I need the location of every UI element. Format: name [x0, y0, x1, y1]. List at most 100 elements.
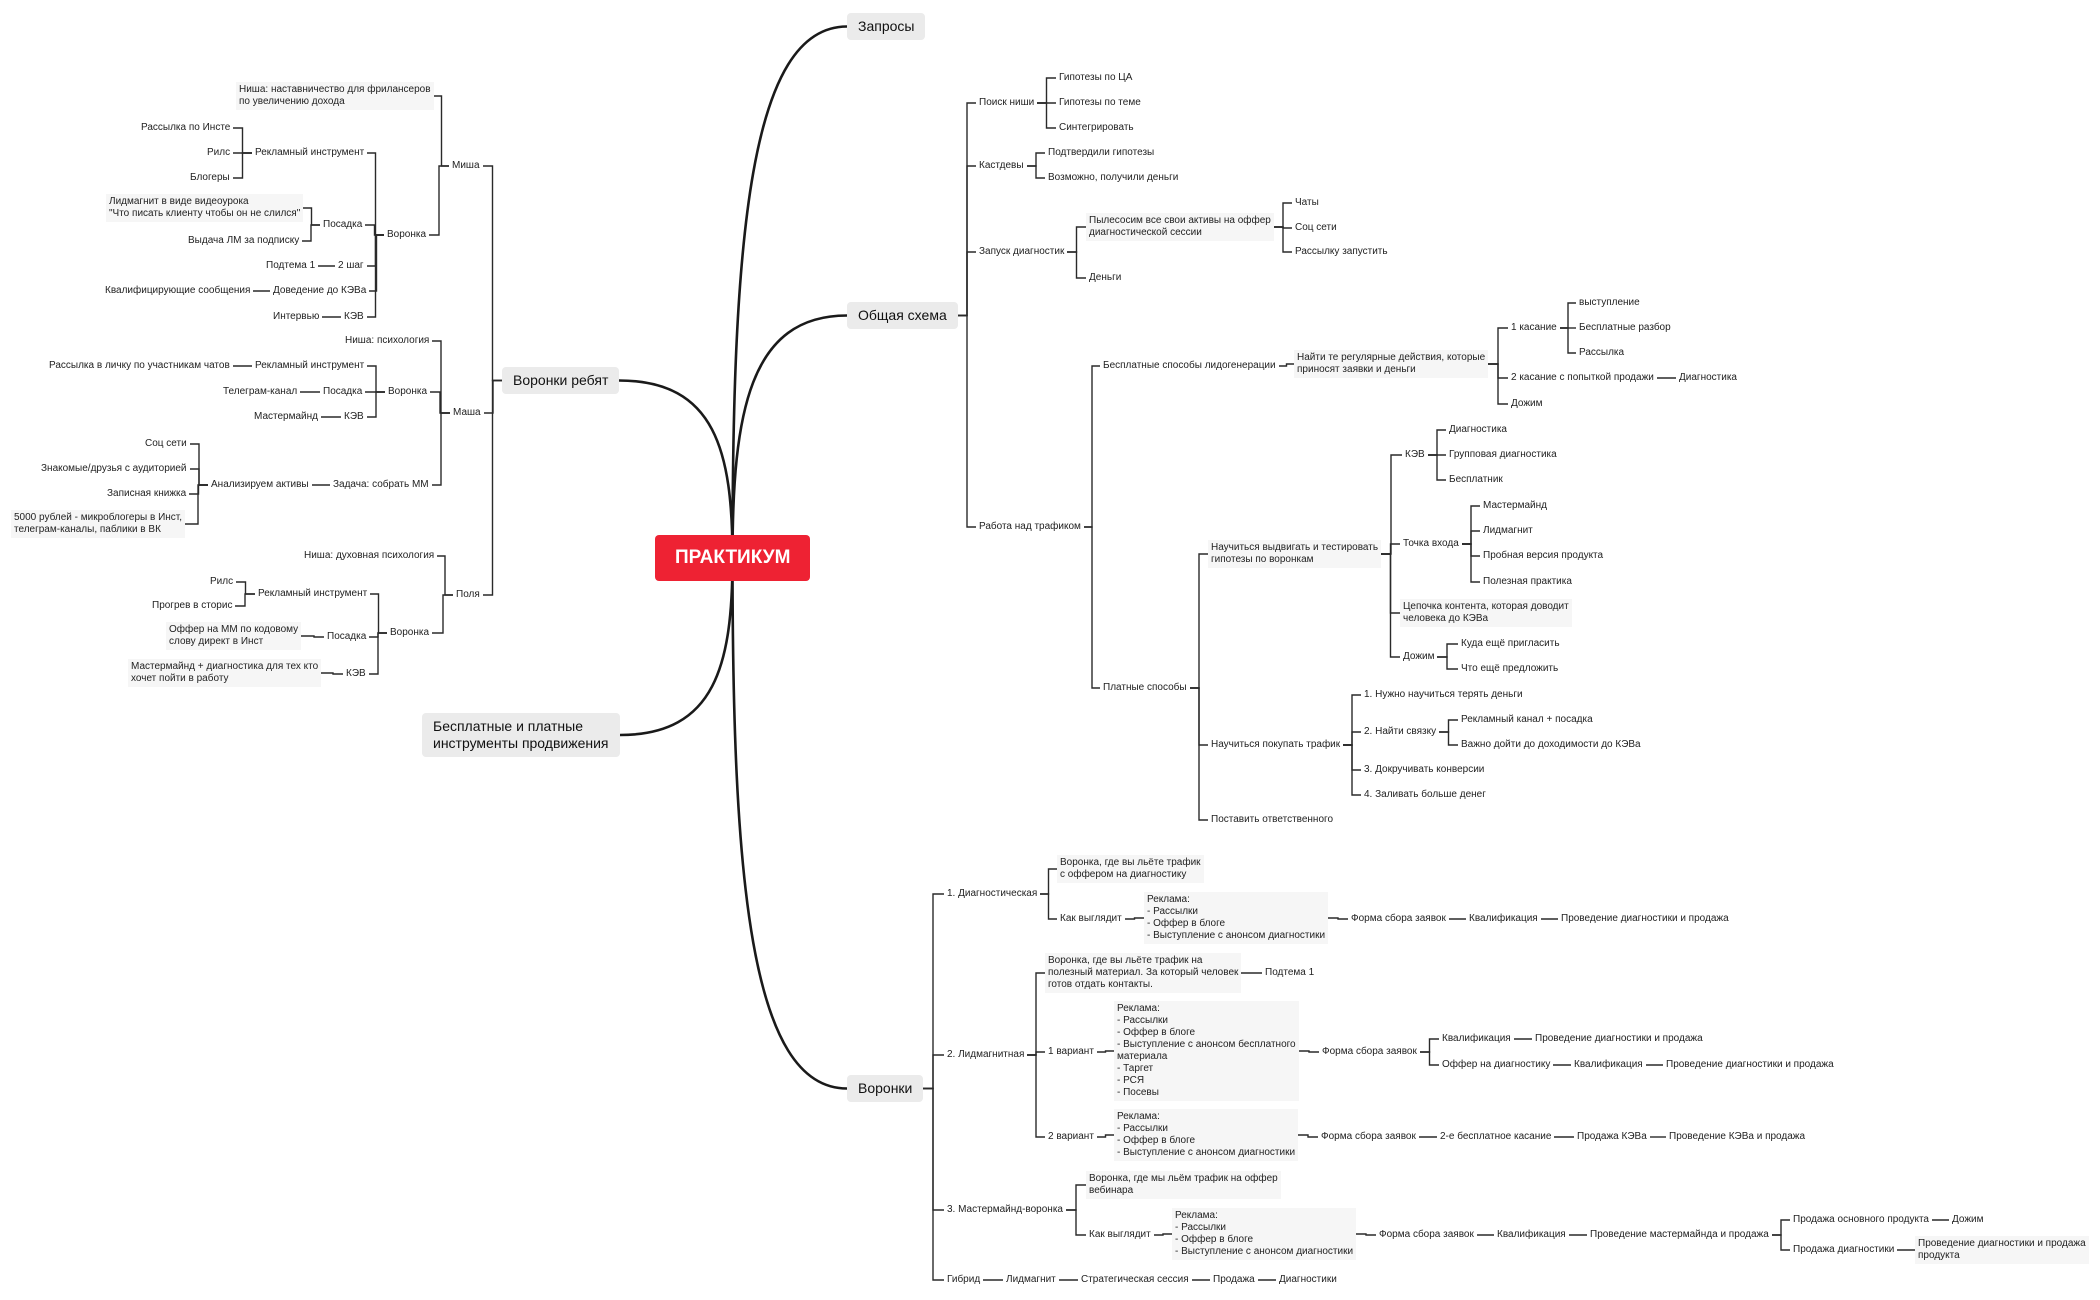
node-masha-mastermind[interactable]: Мастермайнд [254, 411, 318, 422]
node-masha-microbloggers[interactable]: 5000 рублей - микроблогеры в Инст, телег… [11, 510, 186, 538]
node-ad-channel-landing[interactable]: Рекламный канал + посадка [1461, 714, 1593, 725]
node-misha-insta-mailing[interactable]: Рассылка по Инсте [141, 122, 231, 133]
node-funnel-mastermind-run[interactable]: Проведение мастермайнда и продажа [1590, 1229, 1769, 1240]
node-funnel-diagnostic-look[interactable]: Как выглядит [1060, 913, 1122, 924]
node-funnel-diagnostic-qual[interactable]: Квалификация [1469, 913, 1538, 924]
node-hybrid-leadmagnet[interactable]: Лидмагнит [1006, 1274, 1056, 1285]
node-polya-kev[interactable]: КЭВ [346, 668, 366, 679]
node-misha-interview[interactable]: Интервью [273, 311, 320, 322]
node-closing-b[interactable]: Дожим [1403, 651, 1435, 662]
node-variant-1-sale[interactable]: Проведение диагностики и продажа [1535, 1033, 1703, 1044]
node-mastermind-a[interactable]: Мастермайнд [1483, 500, 1547, 511]
node-group-diagnostics[interactable]: Групповая диагностика [1449, 449, 1557, 460]
node-misha-step-2[interactable]: 2 шаг [338, 260, 364, 271]
node-reach-kev[interactable]: Важно дойти до доходимости до КЭВа [1461, 739, 1641, 750]
node-masha-notebook[interactable]: Записная книжка [107, 488, 187, 499]
node-funnel-mastermind-form[interactable]: Форма сбора заявок [1379, 1229, 1474, 1240]
node-leadmagnet-a[interactable]: Лидмагнит [1483, 525, 1533, 536]
node-useful-practice[interactable]: Полезная практика [1483, 576, 1572, 587]
node-confirmed-hypotheses[interactable]: Подтвердили гипотезы [1048, 147, 1155, 158]
node-funnel-mastermind[interactable]: 3. Мастермайнд-воронка [947, 1204, 1063, 1215]
node-funnel-mastermind-look[interactable]: Как выглядит [1089, 1229, 1151, 1240]
node-variant-2-second-touch[interactable]: 2-е бесплатное касание [1440, 1131, 1552, 1142]
node-misha-subtopic[interactable]: Подтема 1 [266, 260, 316, 271]
node-hybrid-strategic-session[interactable]: Стратегическая сессия [1081, 1274, 1189, 1285]
node-chats[interactable]: Чаты [1295, 197, 1319, 208]
node-funnel-mastermind-desc[interactable]: Воронка, где мы льём трафик на оффер веб… [1086, 1171, 1281, 1199]
node-closing-a[interactable]: Дожим [1511, 398, 1543, 409]
node-traffic-step-4[interactable]: 4. Заливать больше денег [1364, 789, 1486, 800]
node-funnel-mastermind-qual[interactable]: Квалификация [1497, 1229, 1566, 1240]
node-sell-main-product[interactable]: Продажа основного продукта [1793, 1214, 1929, 1225]
node-learn-buy-traffic[interactable]: Научиться покупать трафик [1211, 739, 1341, 750]
node-polya[interactable]: Поля [456, 589, 480, 600]
node-hybrid-diagnostics[interactable]: Диагностики [1279, 1274, 1337, 1285]
node-masha-friends[interactable]: Знакомые/друзья с аудиторией [41, 463, 187, 474]
node-misha-lead-to-kev[interactable]: Доведение до КЭВа [273, 285, 367, 296]
node-misha-ad-tool[interactable]: Рекламный инструмент [255, 147, 365, 158]
node-masha-ad-tool[interactable]: Рекламный инструмент [255, 360, 365, 371]
node-misha-bloggers[interactable]: Блогеры [190, 172, 230, 183]
node-masha-kev[interactable]: КЭВ [344, 411, 364, 422]
node-funnel-diagnostic[interactable]: 1. Диагностическая [947, 888, 1038, 899]
node-misha-leadmagnet-video[interactable]: Лидмагнит в виде видеоурока "Что писать … [106, 194, 304, 222]
topic-requests[interactable]: Запросы [847, 13, 926, 40]
node-custdev[interactable]: Кастдевы [979, 160, 1024, 171]
node-touch-2-sale[interactable]: 2 касание с попыткой продажи [1511, 372, 1654, 383]
node-hybrid-sale[interactable]: Продажа [1213, 1274, 1255, 1285]
node-launch-diagnostics[interactable]: Запуск диагностик [979, 246, 1065, 257]
node-funnel-leadmagnet-desc[interactable]: Воронка, где вы льёте трафик на полезный… [1045, 953, 1242, 993]
node-learn-hypotheses[interactable]: Научиться выдвигать и тестировать гипоте… [1208, 540, 1382, 568]
node-sell-diagnostics[interactable]: Продажа диагностики [1793, 1244, 1895, 1255]
node-misha-reels[interactable]: Рилс [207, 147, 231, 158]
node-funnel-leadmagnet[interactable]: 2. Лидмагнитная [947, 1049, 1025, 1060]
node-traffic-step-2[interactable]: 2. Найти связку [1364, 726, 1437, 737]
topic-team-funnels[interactable]: Воронки ребят [502, 367, 620, 394]
node-variant-1-ads[interactable]: Реклама: - Рассылки - Оффер в блоге - Вы… [1114, 1001, 1299, 1101]
node-polya-reels[interactable]: Рилс [210, 576, 234, 587]
node-masha-dm-mailing[interactable]: Рассылка в личку по участникам чатов [49, 360, 230, 371]
node-masha-funnel[interactable]: Воронка [388, 386, 428, 397]
node-masha-analyze-assets[interactable]: Анализируем активы [211, 479, 309, 490]
node-entry-point[interactable]: Точка входа [1403, 538, 1459, 549]
topic-promotion-tools[interactable]: Бесплатные и платные инструменты продвиж… [422, 713, 620, 757]
node-masha-landing[interactable]: Посадка [323, 386, 363, 397]
node-variant-2-sell-kev[interactable]: Продажа КЭВа [1577, 1131, 1647, 1142]
node-misha-funnel[interactable]: Воронка [387, 229, 427, 240]
topic-funnels[interactable]: Воронки [847, 1075, 924, 1102]
node-polya-stories[interactable]: Прогрев в сторис [152, 600, 233, 611]
node-audience-hypotheses[interactable]: Гипотезы по ЦА [1059, 72, 1133, 83]
node-funnel-mastermind-ads[interactable]: Реклама: - Рассылки - Оффер в блоге - Вы… [1172, 1208, 1357, 1260]
node-misha-landing[interactable]: Посадка [323, 219, 363, 230]
node-find-regular-actions[interactable]: Найти те регулярные действия, которые пр… [1294, 350, 1489, 378]
node-content-chain[interactable]: Цепочка контента, которая доводит челове… [1400, 599, 1572, 627]
node-misha[interactable]: Миша [452, 160, 480, 171]
node-paid-methods[interactable]: Платные способы [1103, 682, 1187, 693]
node-trial-version[interactable]: Пробная версия продукта [1483, 550, 1604, 561]
node-hybrid[interactable]: Гибрид [947, 1274, 981, 1285]
node-where-invite[interactable]: Куда ещё пригласить [1461, 638, 1560, 649]
node-social-networks[interactable]: Соц сети [1295, 222, 1337, 233]
node-traffic-step-3[interactable]: 3. Докручивать конверсии [1364, 764, 1485, 775]
node-variant-1-offer-sale[interactable]: Проведение диагностики и продажа [1666, 1059, 1834, 1070]
node-misha-niche[interactable]: Ниша: наставничество для фрилансеров по … [236, 82, 434, 110]
node-misha-kev[interactable]: КЭВ [344, 311, 364, 322]
node-masha-social[interactable]: Соц сети [145, 438, 187, 449]
node-money[interactable]: Деньги [1089, 272, 1122, 283]
node-funnel-diagnostic-ads[interactable]: Реклама: - Рассылки - Оффер в блоге - Вы… [1144, 892, 1329, 944]
node-polya-funnel[interactable]: Воронка [390, 627, 430, 638]
node-variant-1-qual[interactable]: Квалификация [1442, 1033, 1511, 1044]
node-freebie[interactable]: Бесплатник [1449, 474, 1503, 485]
node-kev[interactable]: КЭВ [1405, 449, 1425, 460]
node-traffic-step-1[interactable]: 1. Нужно научиться терять деньги [1364, 689, 1523, 700]
node-traffic-work[interactable]: Работа над трафиком [979, 521, 1081, 532]
node-misha-lm-subscription[interactable]: Выдача ЛМ за подписку [188, 235, 300, 246]
node-funnel-diagnostic-form[interactable]: Форма сбора заявок [1351, 913, 1446, 924]
node-funnel-diagnostic-desc[interactable]: Воронка, где вы льёте трафик с оффером н… [1057, 855, 1204, 883]
node-variant-2-ads[interactable]: Реклама: - Рассылки - Оффер в блоге - Вы… [1114, 1109, 1299, 1161]
node-variant-2-kev-sale[interactable]: Проведение КЭВа и продажа [1669, 1131, 1806, 1142]
node-variant-1-form[interactable]: Форма сбора заявок [1322, 1046, 1417, 1057]
node-touch-1[interactable]: 1 касание [1511, 322, 1557, 333]
node-variant-1-offer[interactable]: Оффер на диагностику [1442, 1059, 1551, 1070]
node-masha[interactable]: Маша [453, 407, 481, 418]
